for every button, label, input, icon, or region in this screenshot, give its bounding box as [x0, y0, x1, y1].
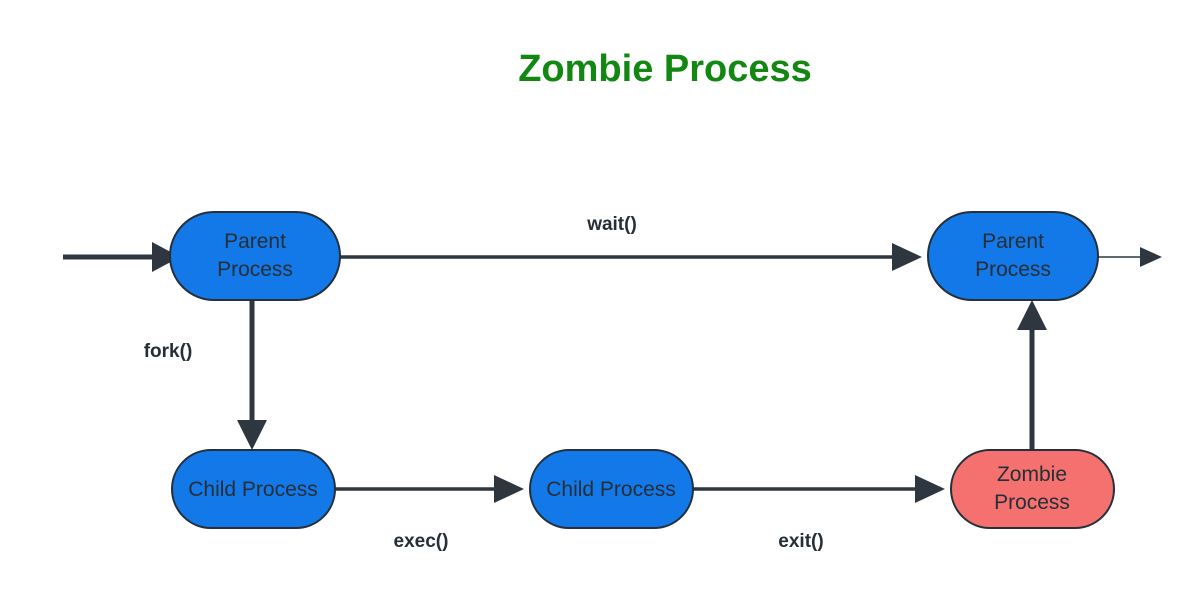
node-parent-process-end[interactable]: Parent Process [927, 211, 1099, 301]
edge-wait: wait() [340, 214, 922, 271]
edge-exec: exec() [335, 475, 524, 552]
node-child-process-exec[interactable]: Child Process [529, 449, 694, 529]
edge-exit: exit() [693, 475, 945, 552]
edge-exit-label: exit() [778, 531, 823, 552]
node-parent-process-end-label-line1: Parent [982, 230, 1044, 253]
edge-reap-arrowhead [1017, 300, 1047, 330]
node-parent-process-start-label-line1: Parent [224, 230, 286, 253]
node-parent-process-start[interactable]: Parent Process [169, 211, 341, 301]
edge-fork-label: fork() [144, 341, 193, 362]
edge-exit-final [1098, 247, 1162, 267]
node-child-process-forked-label: Child Process [188, 478, 318, 501]
node-zombie-process-shape[interactable] [950, 449, 1115, 529]
edge-exit-final-arrowhead [1140, 247, 1162, 267]
node-parent-process-start-shape[interactable] [169, 211, 341, 301]
edge-exec-label: exec() [394, 531, 449, 552]
node-parent-process-start-label-line2: Process [217, 258, 293, 281]
edge-reap [1017, 300, 1047, 450]
node-parent-process-end-shape[interactable] [927, 211, 1099, 301]
edge-fork-arrowhead [237, 420, 267, 450]
edge-exec-arrowhead [494, 475, 524, 503]
node-zombie-process-label-line1: Zombie [997, 463, 1067, 486]
edge-entry-arrowhead [152, 242, 180, 272]
edge-wait-arrowhead [892, 243, 922, 271]
node-zombie-process[interactable]: Zombie Process [950, 449, 1115, 529]
node-child-process-exec-label: Child Process [546, 478, 676, 501]
page-title: Zombie Process [518, 48, 812, 90]
edge-entry [63, 242, 180, 272]
edge-exit-arrowhead [915, 475, 945, 503]
node-child-process-forked-shape[interactable] [171, 449, 336, 529]
node-child-process-forked[interactable]: Child Process [171, 449, 336, 529]
node-child-process-exec-shape[interactable] [529, 449, 694, 529]
node-zombie-process-label-line2: Process [994, 491, 1070, 514]
node-parent-process-end-label-line2: Process [975, 258, 1051, 281]
edge-wait-label: wait() [586, 214, 637, 235]
edge-fork: fork() [144, 296, 267, 450]
